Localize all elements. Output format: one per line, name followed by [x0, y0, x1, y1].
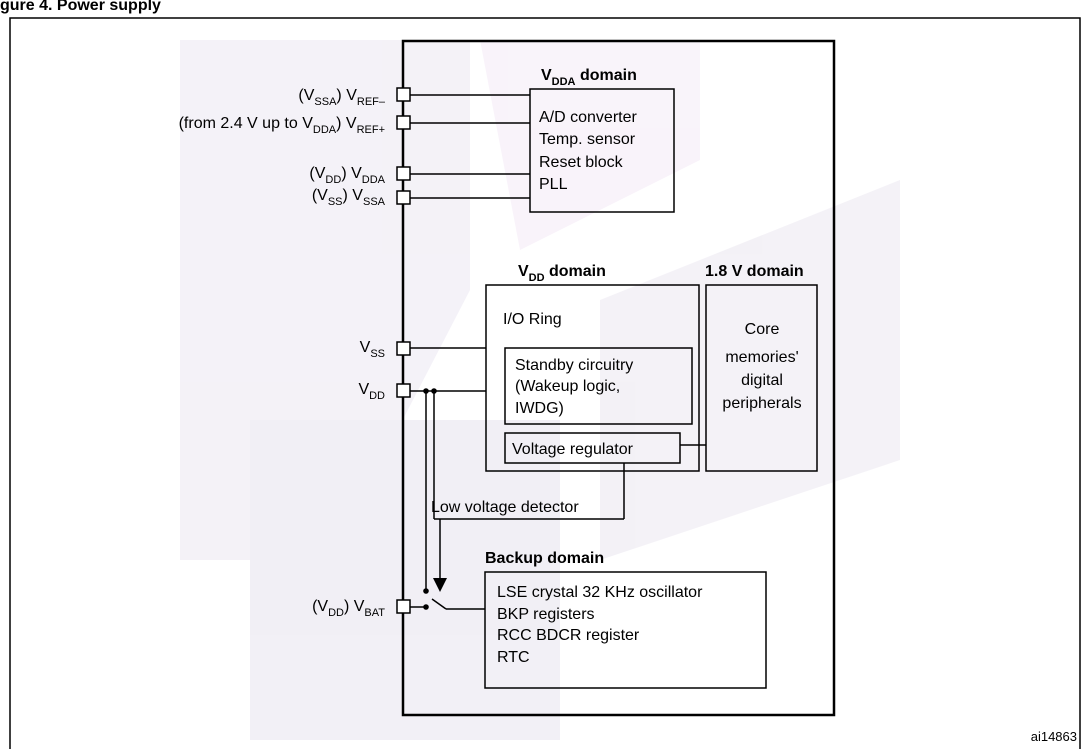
vdda-item-reset-block: Reset block	[539, 154, 624, 171]
standby-circuitry-box	[504, 347, 693, 425]
core-domain-box	[705, 284, 818, 472]
vdda-item-pll: PLL	[539, 176, 568, 193]
figure-id: ai14863	[1031, 729, 1077, 744]
standby-line-3: IWDG)	[515, 400, 564, 417]
backup-item-bkp: BKP registers	[497, 606, 595, 623]
pin-vbat	[396, 599, 411, 614]
label-vref-minus: (VSSA) VREF–	[298, 87, 385, 108]
io-ring-label: I/O Ring	[503, 311, 562, 328]
low-voltage-detector-label: Low voltage detector	[431, 499, 579, 516]
backup-item-rtc: RTC	[497, 649, 530, 666]
arrow-down-icon	[433, 578, 447, 592]
core-domain-title: 1.8 V domain	[705, 263, 804, 280]
figure-title: gure 4. Power supply	[0, 0, 161, 14]
pin-vref-minus	[396, 87, 411, 102]
backup-domain-box	[484, 571, 767, 689]
pin-vref-plus	[396, 115, 411, 130]
voltage-regulator-label: Voltage regulator	[512, 441, 634, 458]
standby-line-1: Standby circuitry	[515, 357, 633, 374]
figure-frame	[9, 17, 1081, 749]
standby-line-2: (Wakeup logic,	[515, 378, 620, 395]
vdd-domain-title: VDD domain	[518, 263, 606, 284]
label-vdda: (VDD) VDDA	[309, 165, 385, 186]
voltage-regulator-box	[504, 432, 681, 464]
pin-vdd	[396, 383, 411, 398]
pin-vssa	[396, 190, 411, 205]
vdda-domain-box	[529, 88, 675, 213]
vdda-domain-title: VDDA domain	[541, 67, 637, 88]
vdda-item-temp-sensor: Temp. sensor	[539, 131, 636, 148]
label-vss: VSS	[360, 339, 385, 360]
core-line-2: memories'	[725, 349, 798, 366]
backup-domain-title: Backup domain	[485, 550, 604, 567]
core-line-3: digital	[741, 372, 783, 389]
core-line-1: Core	[745, 321, 780, 338]
chip-outline	[401, 39, 836, 717]
label-vssa: (VSS) VSSA	[312, 187, 386, 208]
label-vdd: VDD	[358, 381, 385, 402]
pin-vss	[396, 341, 411, 356]
backup-item-lse: LSE crystal 32 KHz oscillator	[497, 584, 703, 601]
switch-blade	[431, 598, 447, 610]
label-vbat: (VDD) VBAT	[312, 598, 385, 619]
switch-contact-bottom	[423, 604, 429, 610]
vdda-item-adc: A/D converter	[539, 109, 637, 126]
switch-contact-top	[423, 588, 429, 594]
vdd-domain-box	[485, 284, 700, 472]
backup-item-rcc: RCC BDCR register	[497, 627, 640, 644]
label-vref-plus: (from 2.4 V up to VDDA) VREF+	[179, 115, 385, 136]
core-line-4: peripherals	[722, 395, 801, 412]
pin-vdda	[396, 166, 411, 181]
